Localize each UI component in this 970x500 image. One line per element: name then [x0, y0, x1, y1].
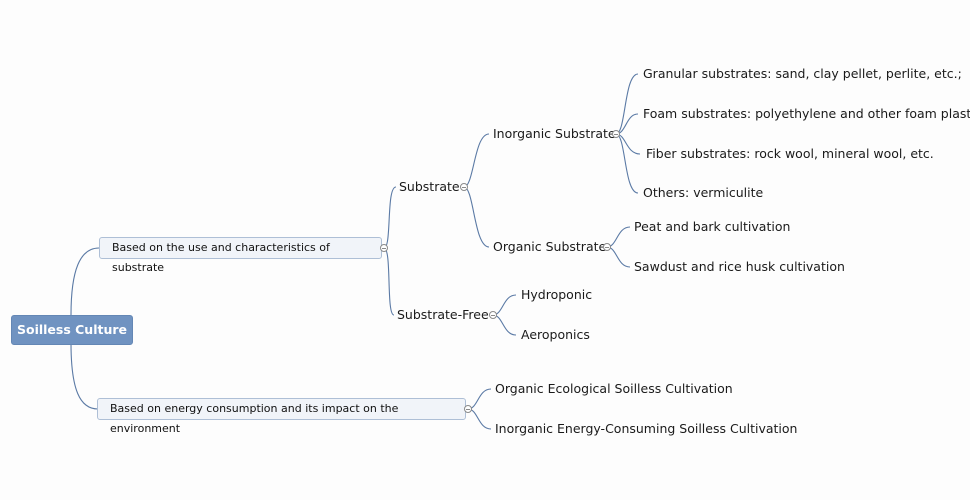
node-inorganic-substrate[interactable]: Inorganic Substrate: [493, 126, 616, 141]
link-inorganic-others: [615, 133, 639, 194]
collapse-icon[interactable]: [603, 243, 611, 251]
link-root-branch2: [70, 342, 99, 410]
link-branch2-inorganic: [467, 408, 492, 430]
node-substrate[interactable]: Substrate: [399, 179, 460, 194]
leaf-foam[interactable]: Foam substrates: polyethylene and other …: [643, 106, 970, 121]
leaf-granular[interactable]: Granular substrates: sand, clay pellet, …: [643, 66, 962, 81]
link-root-branch1: [70, 247, 100, 316]
node-substrate-free[interactable]: Substrate-Free: [397, 307, 489, 322]
leaf-sawdust-rice-husk[interactable]: Sawdust and rice husk cultivation: [634, 259, 845, 274]
leaf-aeroponics[interactable]: Aeroponics: [521, 327, 590, 342]
collapse-icon[interactable]: [380, 244, 388, 252]
collapse-icon[interactable]: [612, 130, 620, 138]
node-organic-substrate[interactable]: Organic Substrate: [493, 239, 607, 254]
leaf-peat-bark[interactable]: Peat and bark cultivation: [634, 219, 791, 234]
leaf-organic-ecological[interactable]: Organic Ecological Soilless Cultivation: [495, 381, 733, 396]
link-branch1-substrate: [383, 186, 397, 249]
branch-substrate-use[interactable]: Based on the use and characteristics of …: [99, 237, 382, 274]
leaf-fiber[interactable]: Fiber substrates: rock wool, mineral woo…: [646, 146, 934, 161]
link-substrate-organic: [463, 186, 490, 248]
collapse-icon[interactable]: [489, 311, 497, 319]
root-node[interactable]: Soilless Culture: [11, 315, 133, 345]
leaf-inorganic-energy[interactable]: Inorganic Energy-Consuming Soilless Cult…: [495, 421, 798, 436]
link-free-aeroponics: [492, 314, 517, 336]
link-organic-sawdust: [606, 246, 631, 268]
collapse-icon[interactable]: [460, 183, 468, 191]
leaf-others[interactable]: Others: vermiculite: [643, 185, 764, 200]
branch-energy-consumption[interactable]: Based on energy consumption and its impa…: [97, 398, 466, 435]
leaf-hydroponic[interactable]: Hydroponic: [521, 287, 593, 302]
collapse-icon[interactable]: [464, 405, 472, 413]
link-substrate-inorganic: [463, 133, 490, 188]
link-inorganic-granular: [615, 73, 639, 135]
link-branch1-substratefree: [383, 247, 395, 316]
